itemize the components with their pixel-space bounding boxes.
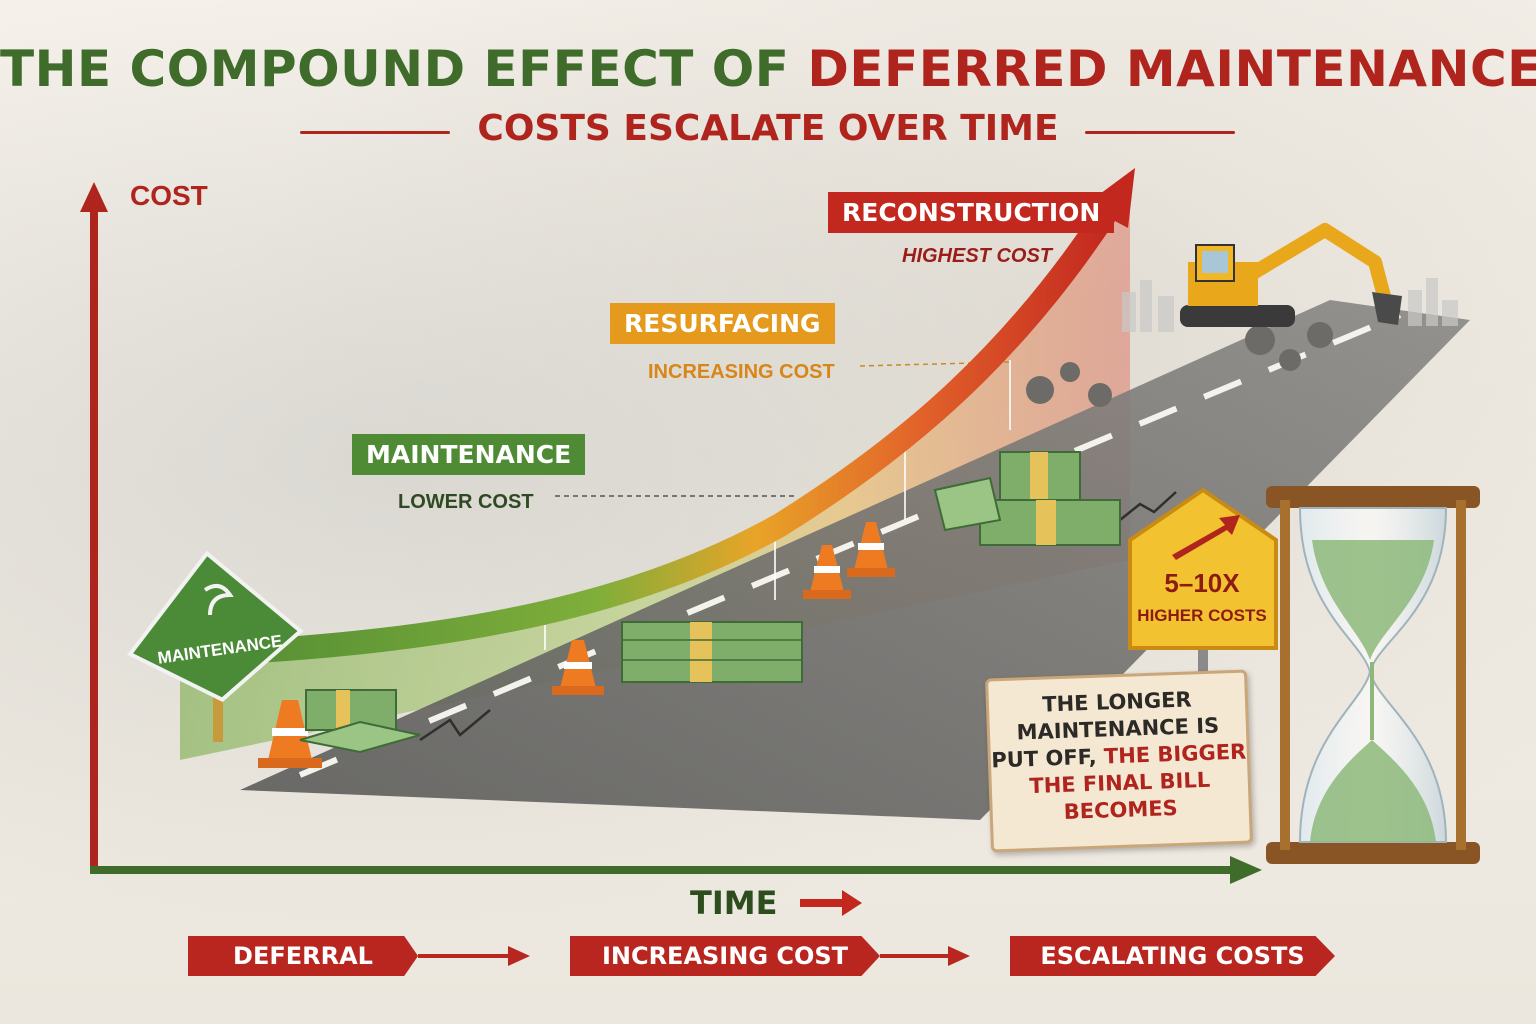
maintenance-road-sign	[126, 550, 304, 742]
x-axis-arrowhead	[1230, 856, 1262, 884]
road-center-line	[298, 312, 1402, 778]
money-stack-medium	[621, 621, 803, 683]
flow-step-deferral: DEFERRAL	[188, 936, 418, 976]
excavator-icon	[1180, 223, 1402, 327]
subtitle-rule-right	[1085, 131, 1235, 134]
rising-arrow-icon	[1172, 515, 1240, 560]
x-axis-label: TIME	[690, 884, 778, 922]
traffic-cone-1	[258, 700, 322, 768]
stage-note-maintenance: LOWER COST	[398, 491, 534, 513]
rubble	[1026, 322, 1333, 407]
warning-sign-text: HIGHER COSTS	[1137, 606, 1267, 625]
flow-arrow-1	[418, 946, 530, 966]
road-curve-icon	[203, 584, 234, 616]
stage-note-reconstruction: HIGHEST COST	[902, 245, 1053, 267]
city-skyline	[1122, 278, 1458, 332]
stage-badge-reconstruction: RECONSTRUCTION	[828, 192, 1115, 233]
hourglass-icon	[1266, 486, 1480, 864]
flow-step-escalating-costs: ESCALATING COSTS	[1010, 936, 1335, 976]
y-axis-arrowhead	[80, 182, 108, 212]
warning-sign	[1128, 487, 1278, 680]
flow-step-increasing-cost: INCREASING COST	[570, 936, 880, 976]
flow-arrow-2	[880, 946, 970, 966]
title-part-red: DEFERRED MAINTENANCE	[807, 40, 1536, 98]
quote-line-3a: PUT OFF,	[991, 744, 1105, 773]
quote-line-3b: THE BIGGER	[1103, 739, 1247, 769]
warning-sign-multiplier: 5–10X	[1164, 568, 1240, 598]
subtitle-rule-left	[300, 131, 450, 134]
page-title: THE COMPOUND EFFECT OF DEFERRED MAINTENA…	[0, 40, 1536, 98]
traffic-cone-3	[803, 545, 851, 599]
traffic-cone-4	[847, 522, 895, 577]
page-subtitle: COSTS ESCALATE OVER TIME	[477, 108, 1059, 149]
traffic-cone-2	[552, 640, 604, 695]
money-stack-small	[299, 689, 421, 754]
y-axis-label: COST	[130, 180, 208, 211]
cost-curve	[168, 198, 1120, 667]
connector-resurfacing	[859, 361, 1011, 367]
stage-badge-resurfacing: RESURFACING	[610, 303, 835, 344]
time-arrow-icon	[800, 890, 862, 916]
quote-box: THE LONGER MAINTENANCE IS PUT OFF, THE B…	[985, 669, 1253, 853]
money-stack-large	[933, 451, 1121, 546]
stage-badge-maintenance: MAINTENANCE	[352, 434, 586, 475]
road	[240, 300, 1470, 820]
stage-note-resurfacing: INCREASING COST	[648, 361, 835, 383]
title-part-green: THE COMPOUND EFFECT OF	[0, 40, 808, 98]
